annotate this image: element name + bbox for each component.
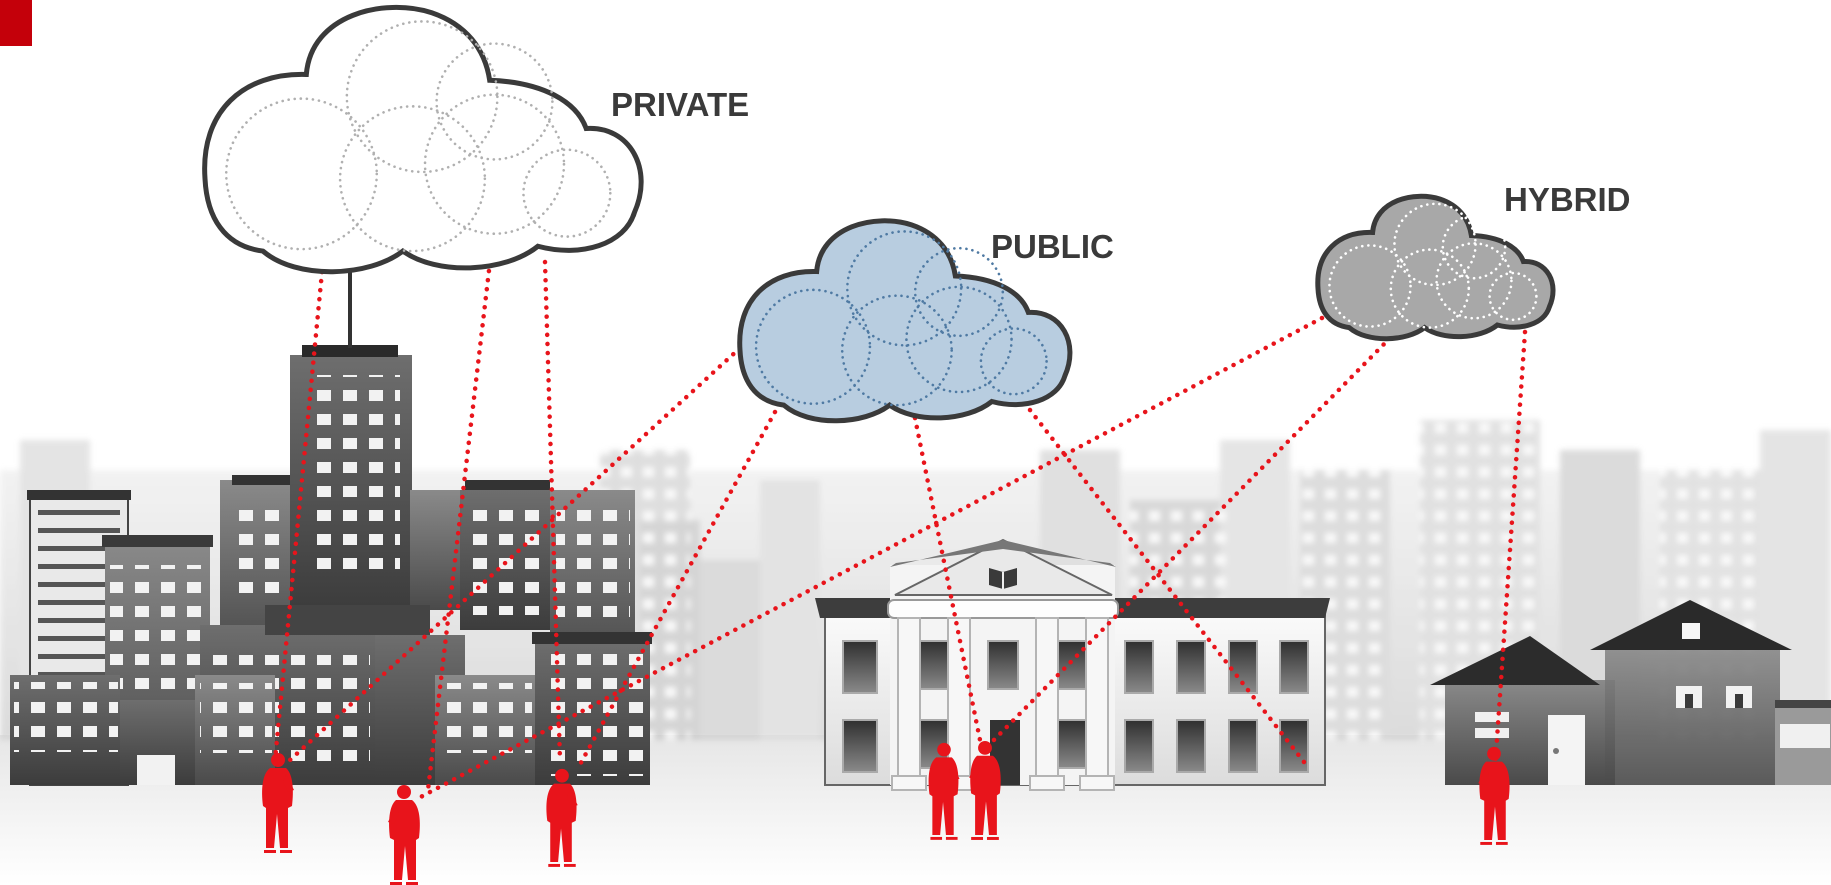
- person-silhouette: [969, 740, 1001, 840]
- connection-line: [272, 269, 325, 763]
- clouds: [202, 4, 1556, 424]
- private-cloud: [202, 4, 644, 275]
- connection-links: [272, 259, 1528, 803]
- hybrid-cloud: [1315, 193, 1556, 342]
- private-cloud-label: PRIVATE: [611, 86, 749, 123]
- connection-line: [912, 415, 983, 743]
- connection-line: [542, 259, 563, 763]
- connection-line: [1492, 329, 1528, 771]
- person-silhouette: [546, 768, 578, 867]
- corner-brand-mark: [0, 0, 32, 46]
- houses: [1430, 600, 1831, 785]
- person-silhouette: [262, 753, 294, 853]
- connection-line: [987, 335, 1393, 747]
- person-silhouette: [1478, 746, 1510, 845]
- connection-line: [412, 315, 1325, 803]
- person-silhouette: [928, 742, 960, 840]
- person-silhouette: [388, 785, 420, 885]
- connection-line: [287, 345, 743, 763]
- public-cloud: [737, 218, 1073, 424]
- hybrid-cloud-label: HYBRID: [1504, 181, 1631, 218]
- connection-line: [1027, 407, 1307, 765]
- government-building: [815, 538, 1330, 791]
- office-buildings: [10, 270, 652, 786]
- people: [262, 740, 1510, 885]
- connection-line: [425, 259, 493, 793]
- public-cloud-label: PUBLIC: [991, 228, 1114, 265]
